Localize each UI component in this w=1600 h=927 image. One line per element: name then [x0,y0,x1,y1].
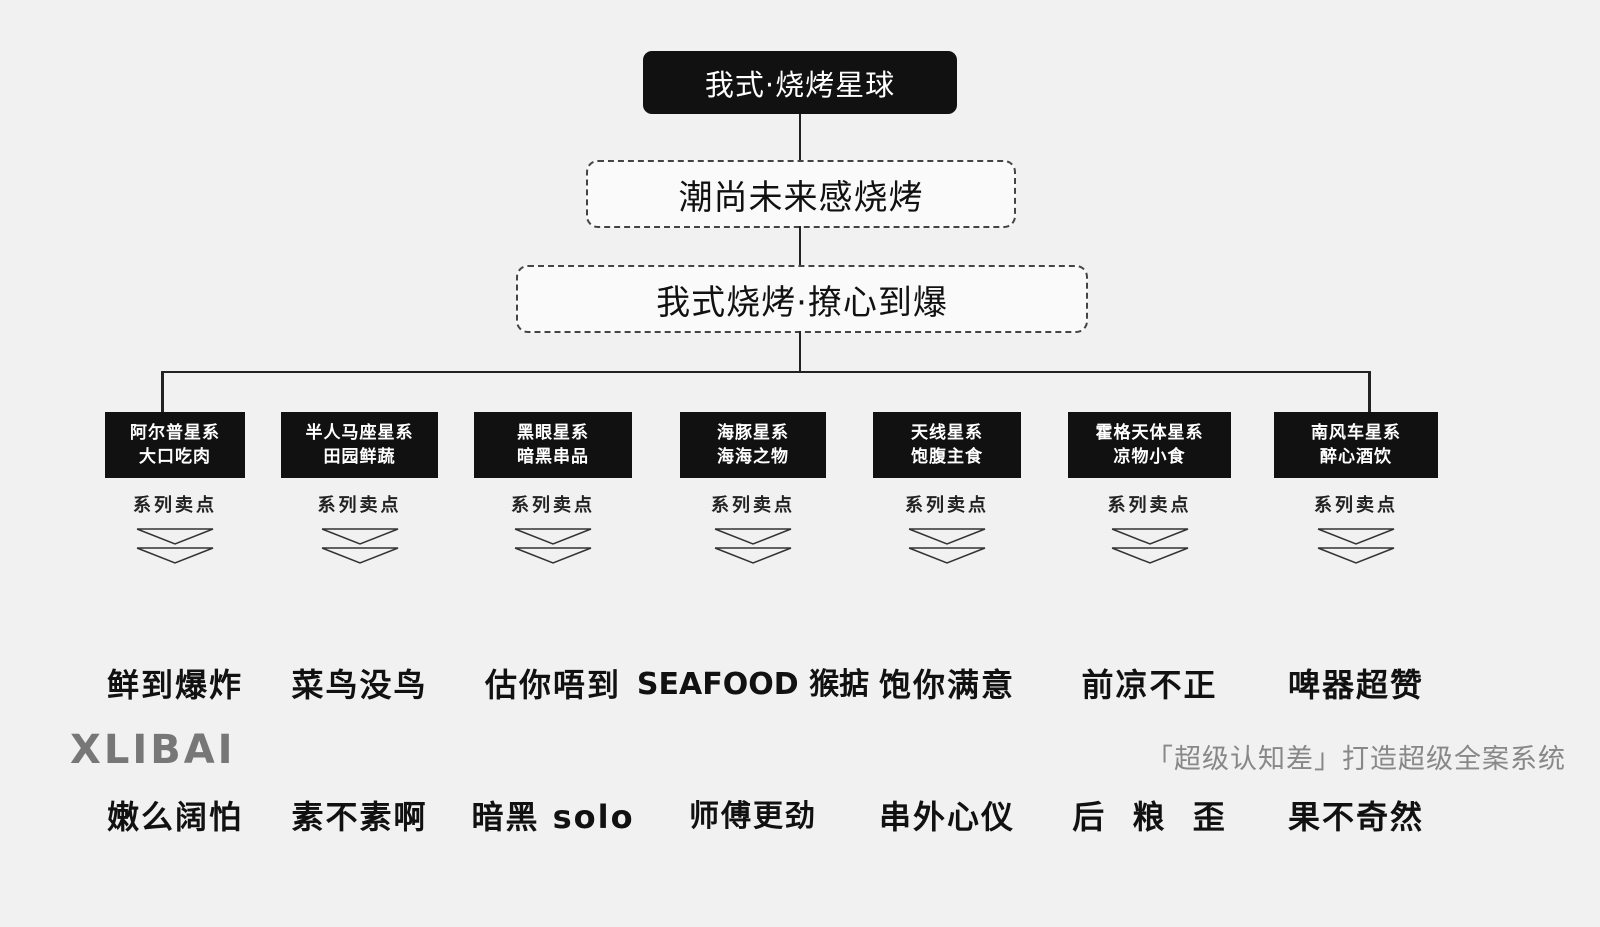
selling-slogan: SEAFOOD 猴掂 师傅更劲 [637,575,869,927]
root-title: 我式·烧烤星球 [704,67,896,102]
footer-slogan: 「超级认知差」打造超级全案系统 [1146,744,1566,775]
branch-node: 南风车星系 醉心酒饮 [1274,412,1438,478]
double-chevron-down-icon [1317,528,1395,564]
slogan-node: 我式烧烤·撩心到爆 [516,265,1088,333]
selling-slogan-line2: 暗黑 solo [471,798,635,836]
org-chart: 我式·烧烤星球 潮尚未来感烧烤 我式烧烤·撩心到爆 阿尔普星系 大口吃肉 系列卖… [70,51,1566,836]
branch-category: 凉物小食 [1113,447,1186,467]
selling-points-label: 系列卖点 [1314,495,1398,516]
selling-slogan-line1: 饱你满意 [878,666,1015,704]
branch-category: 醉心酒饮 [1320,447,1392,467]
connector-tagline-slogan [799,226,801,265]
branch-column: 海豚星系 海海之物 系列卖点 SEAFOOD 猴掂 师傅更劲 [637,412,869,927]
branch-column: 半人马座星系 田园鲜蔬 系列卖点 菜鸟没鸟 素不素啊 [281,412,438,927]
double-chevron-down-icon [908,528,986,564]
double-chevron-down-icon [321,528,398,564]
branch-name: 天线星系 [911,423,983,443]
branch-node: 天线星系 饱腹主食 [873,412,1021,478]
selling-slogan: 菜鸟没鸟 素不素啊 [291,575,427,927]
selling-points-label: 系列卖点 [317,495,402,516]
branch-name: 阿尔普星系 [130,423,220,443]
branch-node: 黑眼星系 暗黑串品 [474,412,632,478]
connector-slogan-bar [799,331,801,372]
branch-bar [161,371,1371,373]
root-node: 我式·烧烤星球 [643,51,957,114]
branch-category: 田园鲜蔬 [323,447,396,467]
selling-slogan-line2: 后 粮 歪 [1072,798,1227,836]
branch-name: 海豚星系 [717,423,789,443]
selling-points-label: 系列卖点 [511,495,595,516]
selling-slogan-line2: 素不素啊 [291,798,428,836]
branch-category: 大口吃肉 [139,447,211,467]
branch-name: 黑眼星系 [517,423,589,443]
selling-slogan: 估你唔到 暗黑 solo [471,575,634,927]
branch-column: 黑眼星系 暗黑串品 系列卖点 估你唔到 暗黑 solo [471,412,634,927]
branch-name: 霍格天体星系 [1095,423,1204,443]
branch-column: 南风车星系 醉心酒饮 系列卖点 啤器超赞 果不奇然 [1274,412,1438,927]
selling-slogan-line2: 串外心仪 [878,798,1015,836]
selling-slogan: 鲜到爆炸 嫩么阔怕 [107,575,243,927]
selling-slogan-line1: 鲜到爆炸 [106,666,243,704]
branch-name: 半人马座星系 [305,423,414,443]
selling-slogan-line1: 啤器超赞 [1287,666,1424,704]
selling-points-label: 系列卖点 [905,495,989,516]
selling-slogan-line1: 前凉不正 [1081,666,1218,704]
brand-logo: XLIBAI [70,727,236,773]
selling-slogan: 饱你满意 串外心仪 [879,575,1015,927]
double-chevron-down-icon [714,528,792,564]
branch-drop-right [1368,371,1371,412]
branch-node: 阿尔普星系 大口吃肉 [105,412,245,478]
branch-category: 海海之物 [717,447,789,467]
selling-slogan-line2: 师傅更劲 [689,799,817,834]
selling-slogan-line1: 菜鸟没鸟 [291,666,428,704]
branch-node: 霍格天体星系 凉物小食 [1068,412,1231,478]
tagline-node: 潮尚未来感烧烤 [586,160,1016,228]
branch-column: 霍格天体星系 凉物小食 系列卖点 前凉不正 后 粮 歪 [1068,412,1231,927]
double-chevron-down-icon [1111,528,1188,564]
selling-slogan-line2: 嫩么阔怕 [106,798,243,836]
branch-node: 海豚星系 海海之物 [680,412,826,478]
selling-slogan-line1: 估你唔到 [485,666,622,704]
double-chevron-down-icon [514,528,592,564]
selling-points-label: 系列卖点 [711,495,795,516]
branch-name: 南风车星系 [1311,423,1401,443]
connector-root-tagline [799,114,801,160]
branch-node: 半人马座星系 田园鲜蔬 [281,412,438,478]
selling-slogan-line1: SEAFOOD 猴掂 [636,667,870,702]
branch-category: 饱腹主食 [911,447,983,467]
slogan-text: 我式烧烤·撩心到爆 [656,282,948,323]
branch-column: 阿尔普星系 大口吃肉 系列卖点 鲜到爆炸 嫩么阔怕 [105,412,245,927]
selling-points-label: 系列卖点 [133,495,217,516]
selling-points-label: 系列卖点 [1107,495,1192,516]
branch-column: 天线星系 饱腹主食 系列卖点 饱你满意 串外心仪 [873,412,1021,927]
tagline-text: 潮尚未来感烧烤 [678,177,924,218]
selling-slogan-line2: 果不奇然 [1287,798,1424,836]
branch-category: 暗黑串品 [517,447,589,467]
branch-drop-left [161,371,164,412]
double-chevron-down-icon [136,528,214,564]
